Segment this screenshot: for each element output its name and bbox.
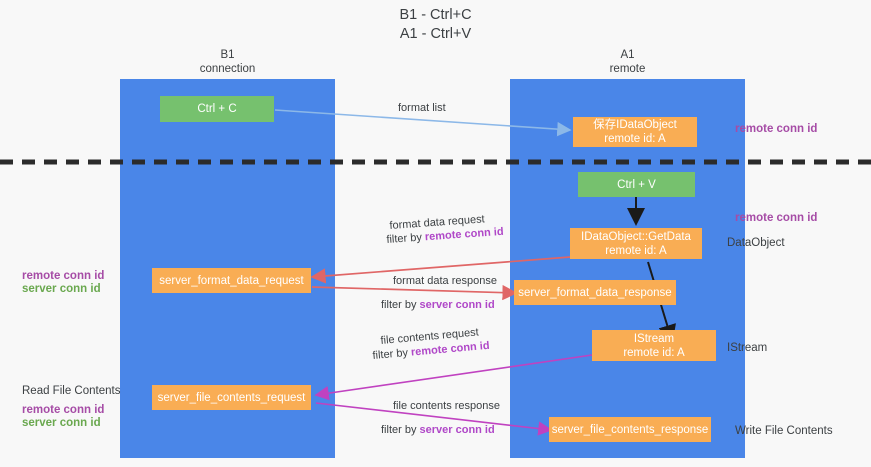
node-idataobject-getdata[interactable]: IDataObject::GetData remote id: A — [570, 228, 702, 259]
annotation-write-file-contents: Write File Contents — [735, 425, 833, 437]
filter-prefix: filter by — [381, 424, 420, 436]
filter-prefix: filter by — [386, 231, 426, 246]
node-ctrl-c[interactable]: Ctrl + C — [160, 96, 274, 122]
annotation-left-server-conn-id-2: server conn id — [22, 417, 101, 429]
node-save-idataobject[interactable]: 保存IDataObject remote id: A — [573, 117, 697, 147]
filter-key-server-conn-id: server conn id — [419, 424, 495, 436]
node-server-format-data-request[interactable]: server_format_data_request — [152, 268, 311, 293]
annotation-left-server-conn-id: server conn id — [22, 283, 101, 295]
edge-label-file-contents-response: file contents response — [393, 400, 501, 412]
node-ctrl-v[interactable]: Ctrl + V — [578, 172, 695, 197]
node-server-file-contents-response[interactable]: server_file_contents_response — [549, 417, 711, 442]
filter-prefix: filter by — [372, 346, 412, 362]
edge-label-file-contents-response-filter: filter by server conn id — [381, 423, 495, 437]
annotation-istream: IStream — [727, 342, 768, 354]
filter-key-remote-conn-id: remote conn id — [424, 225, 504, 244]
annotation-left-remote-conn-id: remote conn id — [22, 270, 105, 282]
edge-label-format-data-response-filter: filter by server conn id — [381, 298, 495, 312]
annotation-remote-conn-id-mid: remote conn id — [735, 212, 818, 224]
lane-header-b1: B1 connection — [199, 49, 256, 75]
lane-header-a1: A1 remote — [609, 49, 646, 75]
annotation-left-remote-conn-id-2: remote conn id — [22, 404, 105, 416]
node-istream[interactable]: IStream remote id: A — [592, 330, 716, 361]
node-server-file-contents-request[interactable]: server_file_contents_request — [152, 385, 311, 410]
node-server-format-data-response[interactable]: server_format_data_response — [514, 280, 676, 305]
edge-label-format-list: format list — [398, 102, 446, 114]
annotation-dataobject: DataObject — [727, 237, 785, 249]
annotation-remote-conn-id-top: remote conn id — [735, 123, 818, 135]
filter-prefix: filter by — [381, 299, 420, 311]
edge-label-format-data-response: format data response — [393, 275, 497, 287]
annotation-read-file-contents: Read File Contents — [22, 385, 121, 397]
page-title: B1 - Ctrl+C A1 - Ctrl+V — [399, 7, 472, 42]
filter-key-server-conn-id: server conn id — [419, 299, 495, 311]
